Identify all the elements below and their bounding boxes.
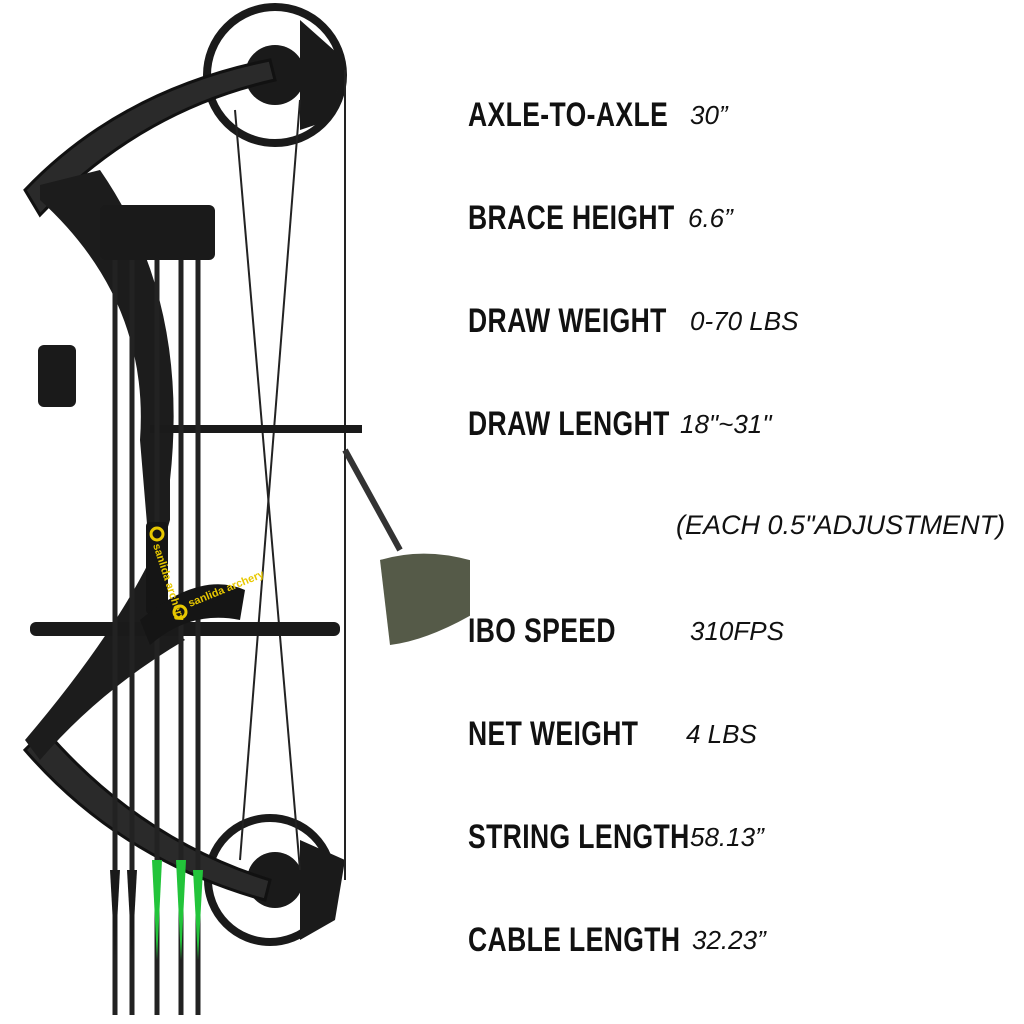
release-aid: [342, 448, 470, 645]
bow-sight: [38, 345, 76, 407]
spec-row-net-weight: NET WEIGHT 4 LBS: [468, 715, 1024, 755]
spec-row-draw-length: DRAW LENGHT 18"~31": [468, 405, 1024, 445]
stabilizer: [30, 622, 340, 636]
spec-value: 30”: [690, 100, 728, 130]
quiver: [100, 205, 215, 260]
spec-value: 4 LBS: [686, 719, 757, 749]
spec-label: NET WEIGHT: [468, 715, 639, 753]
spec-value: 310FPS: [690, 616, 784, 646]
spec-value: 18"~31": [680, 409, 772, 439]
spec-row-cable-length: CABLE LENGTH 32.23”: [468, 921, 1024, 961]
spec-value: 58.13”: [690, 822, 764, 852]
spec-label: CABLE LENGTH: [468, 921, 681, 959]
spec-value: 32.23”: [692, 925, 766, 955]
spec-row-string-length: STRING LENGTH 58.13”: [468, 818, 1024, 858]
riser: [25, 170, 185, 760]
lower-limb: [22, 727, 272, 902]
spec-value: 0-70 LBS: [690, 306, 799, 336]
spec-row-brace-height: BRACE HEIGHT 6.6”: [468, 199, 1024, 239]
spec-row-draw-weight: DRAW WEIGHT 0-70 LBS: [468, 302, 1024, 342]
compound-bow-image: sanlida archery sanlida archery: [22, 3, 470, 1015]
draw-length-note: (EACH 0.5"ADJUSTMENT): [676, 510, 1006, 540]
sanlida-logo: [172, 604, 188, 620]
spec-label: IBO SPEED: [468, 612, 616, 650]
wrist-sling: [140, 584, 245, 645]
spec-value: 6.6”: [688, 203, 733, 233]
spec-row-axle-to-axle: AXLE-TO-AXLE 30”: [468, 96, 1024, 136]
spec-label: AXLE-TO-AXLE: [468, 96, 669, 134]
spec-label: DRAW WEIGHT: [468, 302, 667, 340]
rest-rod: [150, 425, 362, 433]
sanlida-logo: [149, 526, 165, 542]
spec-label: DRAW LENGHT: [468, 405, 670, 443]
spec-label: STRING LENGTH: [468, 818, 690, 856]
arrow-fletchings: [110, 860, 203, 960]
top-cam: [203, 3, 347, 147]
riser-grip-panel: [146, 522, 168, 614]
spec-row-ibo-speed: IBO SPEED 310FPS: [468, 612, 1024, 652]
bow-strings: [234, 70, 346, 880]
spec-label: BRACE HEIGHT: [468, 199, 675, 237]
